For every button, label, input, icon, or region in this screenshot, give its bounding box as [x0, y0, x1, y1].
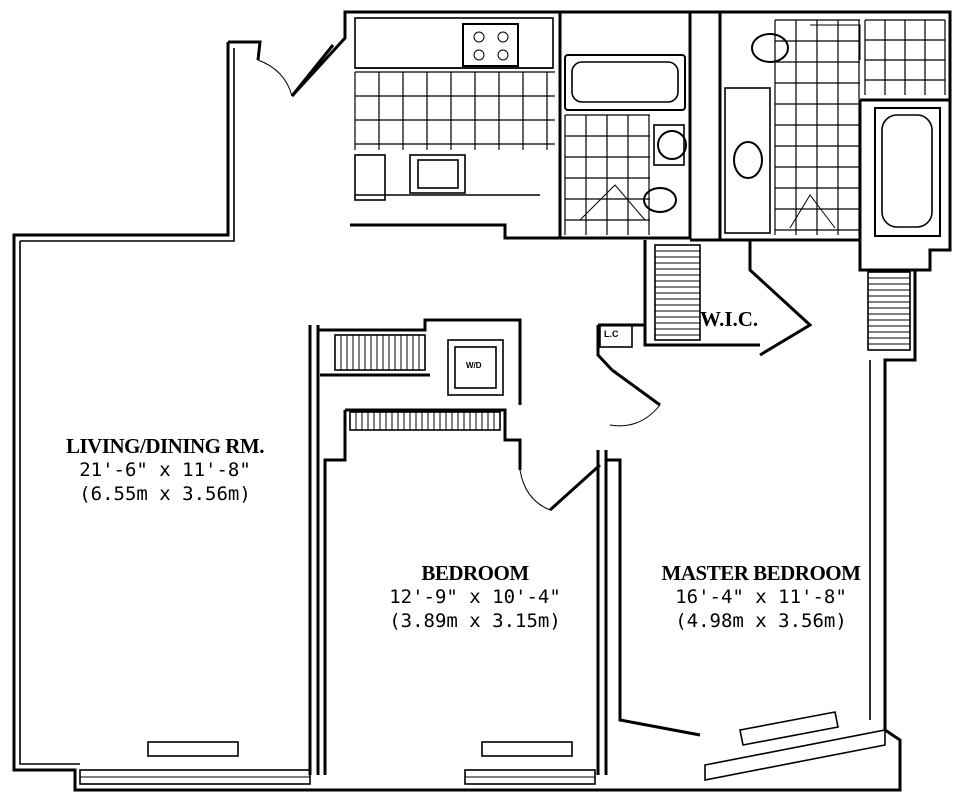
bedroom-name: BEDROOM: [421, 561, 529, 585]
doors: [257, 44, 661, 512]
living-dining-label: LIVING/DINING RM. 21'-6" x 11'-8" (6.55m…: [40, 433, 290, 507]
bedroom-label: BEDROOM 12'-9" x 10'-4" (3.89m x 3.15m): [355, 560, 595, 634]
living-dining-name: LIVING/DINING RM.: [65, 434, 265, 458]
bathroom-2: [724, 19, 946, 237]
master-bedroom-label: MASTER BEDROOM 16'-4" x 11'-8" (4.98m x …: [636, 560, 886, 634]
interior-walls: [308, 12, 950, 775]
windows: [79, 711, 886, 785]
master-bedroom-dim-metric: (4.98m x 3.56m): [675, 610, 847, 632]
bedroom-dim-imperial: 12'-9" x 10'-4": [389, 586, 561, 609]
kitchen: [354, 17, 555, 201]
living-dining-dim-imperial: 21'-6" x 11'-8": [79, 459, 251, 482]
closet-shelf: [867, 271, 911, 351]
closet-shelf: [334, 334, 426, 371]
master-bedroom-dim-imperial: 16'-4" x 11'-8": [675, 586, 847, 609]
washer-dryer-label: W/D: [466, 361, 482, 370]
walk-in-closet-label: W.I.C.: [700, 307, 759, 331]
living-dining-dim-metric: (6.55m x 3.56m): [79, 483, 251, 505]
closets: [334, 244, 911, 431]
outer-walls: [12, 10, 952, 792]
bathroom-1: [564, 54, 687, 235]
linen-closet-label: L.C: [604, 329, 619, 339]
closet-shelf: [349, 411, 501, 431]
bedroom-dim-metric: (3.89m x 3.15m): [389, 610, 561, 632]
master-bedroom-name: MASTER BEDROOM: [661, 561, 861, 585]
